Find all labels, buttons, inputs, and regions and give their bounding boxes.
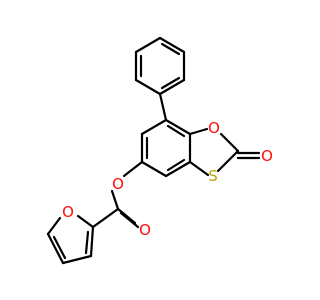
- ring-sulfur-label: S: [208, 167, 218, 185]
- benzo-ring: [140, 118, 192, 178]
- double-bond-inner: [160, 42, 181, 56]
- bond: [46, 216, 62, 236]
- ester-linkage: [91, 160, 144, 229]
- bond: [122, 160, 144, 178]
- bond-phenyl-link: [158, 92, 168, 122]
- bond: [134, 36, 162, 54]
- bond: [188, 127, 209, 136]
- ring-oxygen-label: O: [208, 119, 220, 137]
- double-bond-inner: [160, 76, 181, 90]
- bond: [216, 149, 240, 173]
- double-bond-inner: [84, 230, 90, 255]
- double-bond-inner: [166, 124, 186, 138]
- furan-ring: [46, 214, 95, 265]
- carbonyl-oxygen-label: O: [261, 147, 273, 165]
- bond: [76, 214, 95, 229]
- bond: [89, 225, 95, 258]
- ester-oxygen-label: O: [112, 175, 124, 193]
- furan-oxygen-label: O: [62, 203, 74, 221]
- molecule-canvas: O S O O O O: [46, 36, 273, 265]
- bond: [140, 160, 168, 178]
- bond: [134, 78, 162, 96]
- bond-carbonyl: [116, 207, 137, 225]
- molecule-structure: O S O O O O: [46, 36, 273, 265]
- bond: [164, 118, 192, 136]
- oxathiolone-ring: [188, 127, 261, 177]
- bond: [46, 232, 65, 265]
- bond: [91, 207, 120, 229]
- double-bond-inner: [166, 158, 186, 172]
- double-bond-inner: [52, 235, 67, 260]
- bond: [188, 160, 210, 177]
- bond: [219, 132, 240, 153]
- bond: [110, 189, 120, 211]
- bond: [158, 36, 186, 54]
- phenyl-ring: [134, 36, 186, 96]
- bond: [140, 118, 168, 136]
- ester-carbonyl-oxygen-label: O: [139, 221, 151, 239]
- bond: [164, 160, 192, 178]
- bond: [61, 254, 93, 265]
- bond-carbonyl: [119, 211, 140, 229]
- atom-labels: O S O O O O: [62, 119, 273, 239]
- bond: [158, 78, 186, 96]
